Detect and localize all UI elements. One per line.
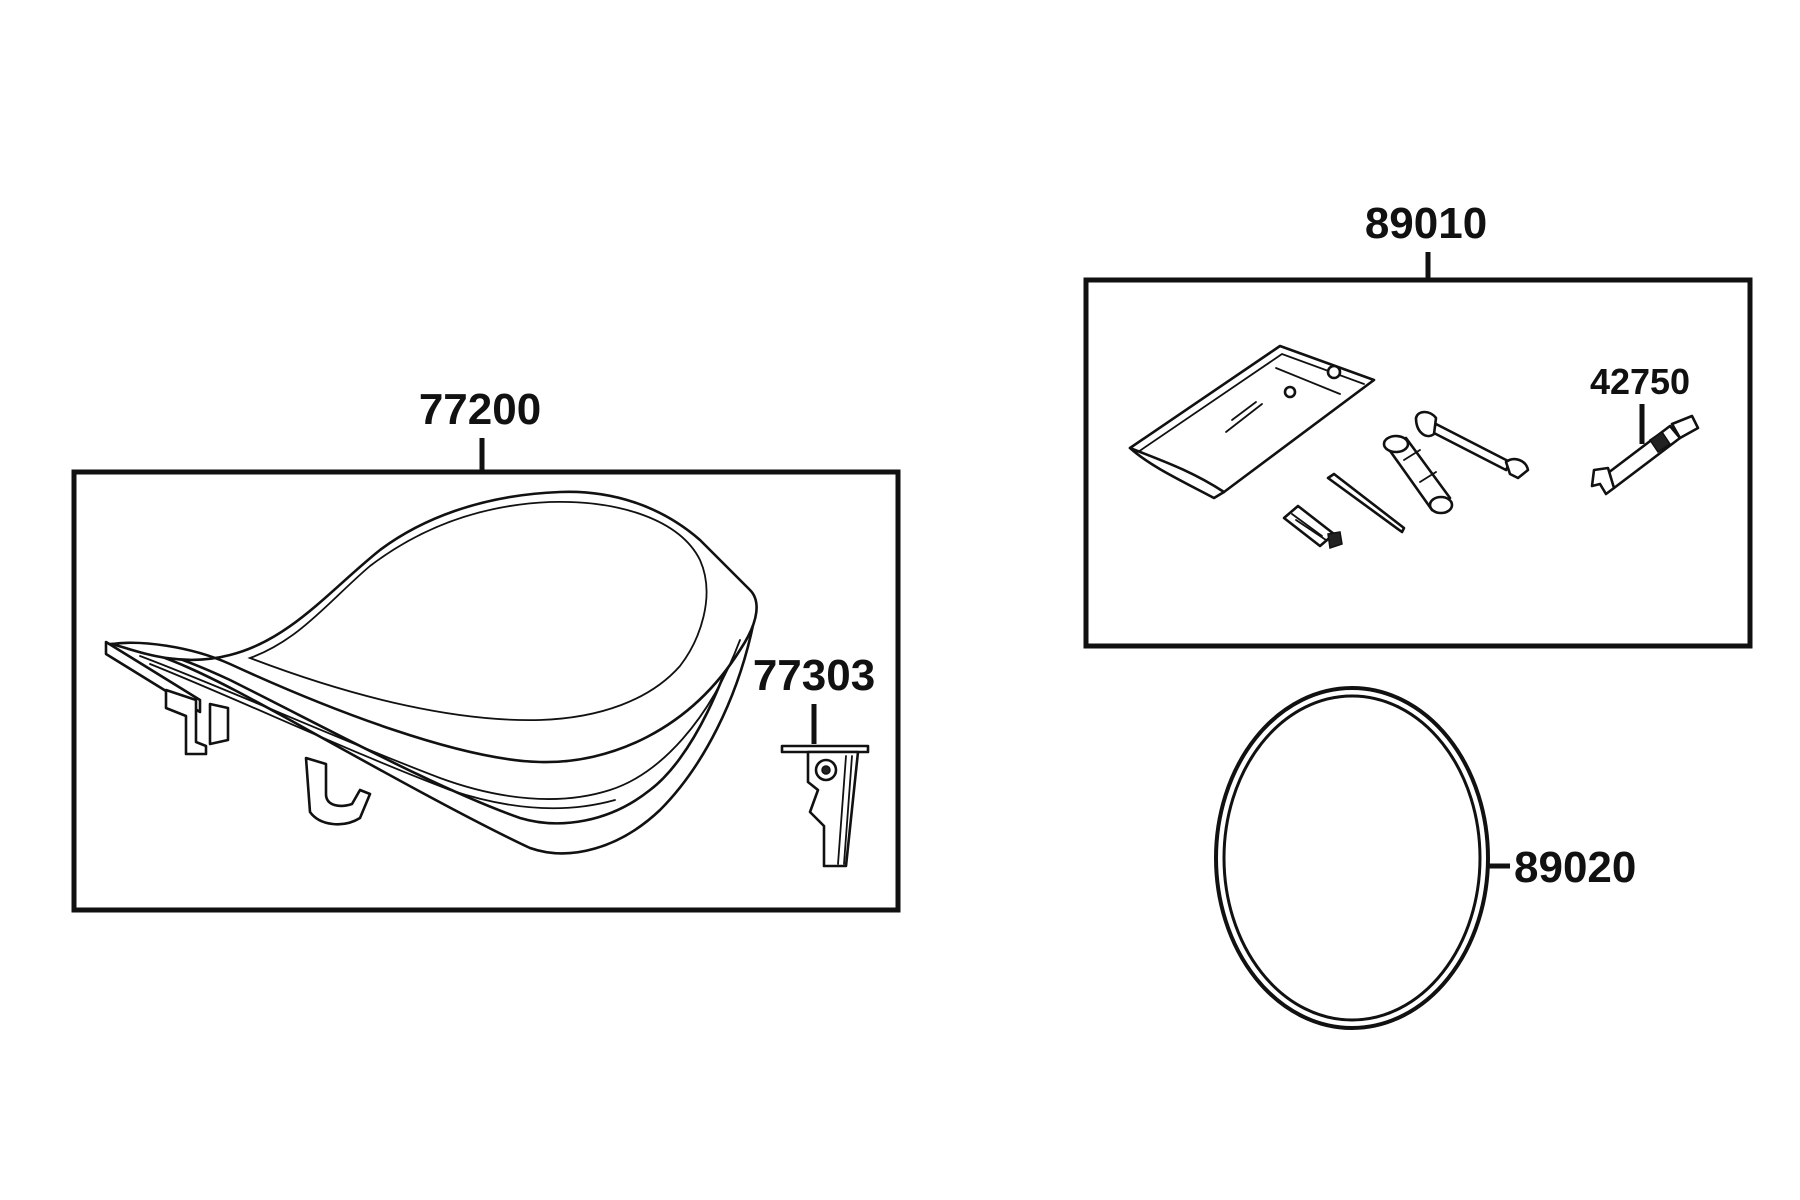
tool-pouch-icon	[1128, 344, 1376, 500]
socket-wrench-icon	[1382, 434, 1454, 515]
o-ring-icon	[1214, 686, 1490, 1030]
tool-kit-group: 89010	[1083, 199, 1753, 649]
seat-icon	[104, 490, 758, 855]
seat-hinge-bracket-icon	[780, 744, 870, 868]
screwdriver-blade-icon	[1326, 472, 1406, 534]
screwdriver-handle-icon	[1282, 504, 1343, 549]
wrench-icon	[1414, 410, 1530, 480]
tool-item-part-number: 42750	[1590, 361, 1690, 402]
seat-part-number: 77200	[419, 385, 541, 434]
seat-frame	[71, 469, 901, 913]
ring-part-number: 89020	[1514, 843, 1636, 892]
spark-plug-tool-icon	[1590, 414, 1700, 496]
seat-group: 77200 77303	[71, 385, 901, 913]
tool-kit-part-number: 89010	[1365, 199, 1487, 248]
tool-kit-frame	[1083, 277, 1753, 649]
bracket-part-number: 77303	[753, 651, 875, 700]
ring-group: 89020	[1214, 686, 1636, 1030]
